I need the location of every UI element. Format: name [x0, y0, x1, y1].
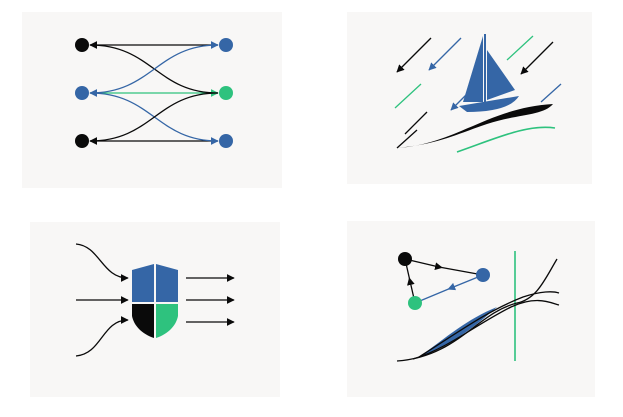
shield-panel: [30, 222, 280, 397]
sailboat-panel: [347, 12, 592, 184]
quadrant-shield-flow-icon: [75, 243, 235, 357]
network-panel: [22, 12, 282, 188]
network-crossing-arrows-icon: [75, 38, 233, 148]
graph-curves-region-icon: [396, 251, 560, 362]
graph-panel: [347, 221, 595, 397]
sailboat-rain-waves-icon: [394, 34, 562, 153]
